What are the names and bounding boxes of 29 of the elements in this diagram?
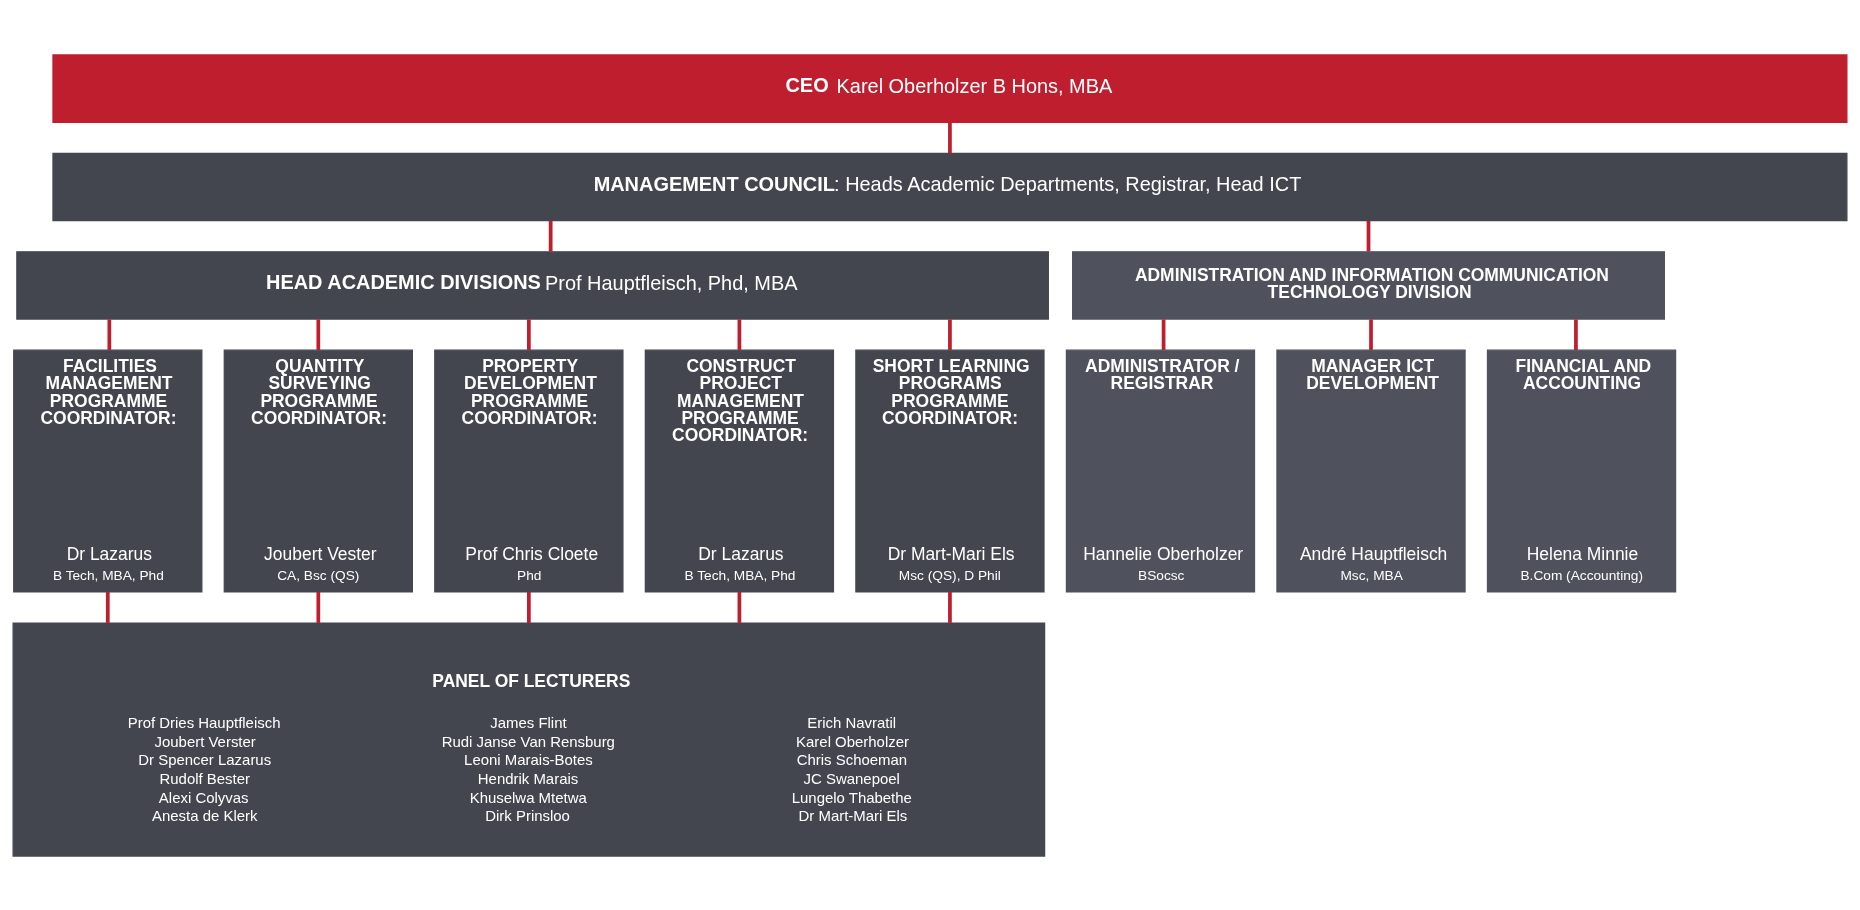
node-box: MANAGEMENT COUNCIL: Heads Academic Departments, Registrar, Head ICT [52, 152, 1848, 221]
connector [105, 591, 110, 623]
connector [1366, 220, 1371, 251]
node-box: FACILITIES MANAGEMENT PROGRAMME COORDINATOR: Dr Lazarus B Tech, MBA, Phd [13, 349, 203, 593]
node-box: FINANCIAL AND ACCOUNTING Helena Minnie B.Com (Accounting) [1486, 349, 1677, 593]
connector [316, 319, 321, 350]
node-box: MANAGER ICT DEVELOPMENT André Hauptfleisch Msc, MBA [1276, 349, 1466, 593]
node-box: HEAD ACADEMIC DIVISIONS Prof Hauptfleisch, Phd, MBA [16, 250, 1049, 320]
connector [737, 591, 742, 623]
connector [548, 220, 553, 251]
node-box: ADMINISTRATION AND INFORMATION COMMUNICATION TECHNOLOGY DIVISION [1072, 250, 1665, 320]
connector [948, 122, 952, 153]
node-box: ADMINISTRATOR / REGISTRAR Hannelie Oberholzer BSocsc [1065, 349, 1256, 593]
connector [107, 319, 112, 350]
node-box: PANEL OF LECTURERS Prof Dries Hauptfleisch James Flint Erich Navratil Joubert Verster Rudi Janse Van Rensburg Karel Oberholzer Dr Spencer Lazarus Leoni Marais-Botes Chris Schoeman Rudolf Bester Hendrik Marais JC Swanepoel Alexi Colyvas Khuselwa Mtetwa Lungelo Thabethe Anesta de Klerk Dirk Prinsloo Dr Mart-Mari Els [12, 621, 1046, 857]
connector [527, 319, 531, 350]
connector [316, 591, 321, 623]
node-box: CEO Karel Oberholzer B Hons, MBA [52, 53, 1848, 123]
connector [1369, 319, 1373, 350]
connector [527, 591, 531, 623]
node-box: PROPERTY DEVELOPMENT PROGRAMME COORDINATOR: Prof Chris Cloete Phd [434, 349, 624, 593]
connector [948, 319, 952, 350]
node-box: QUANTITY SURVEYING PROGRAMME COORDINATOR: Joubert Vester CA, Bsc (QS) [223, 349, 413, 593]
connector [1161, 319, 1166, 350]
node-box: SHORT LEARNING PROGRAMS PROGRAMME COORDINATOR: Dr Mart-Mari Els Msc (QS), D Phil [855, 349, 1045, 593]
node-box: CONSTRUCT PROJECT MANAGEMENT PROGRAMME COORDINATOR: Dr Lazarus B Tech, MBA, Phd [644, 349, 835, 593]
connector [1574, 319, 1578, 350]
connector [948, 591, 952, 623]
connector [737, 319, 742, 350]
